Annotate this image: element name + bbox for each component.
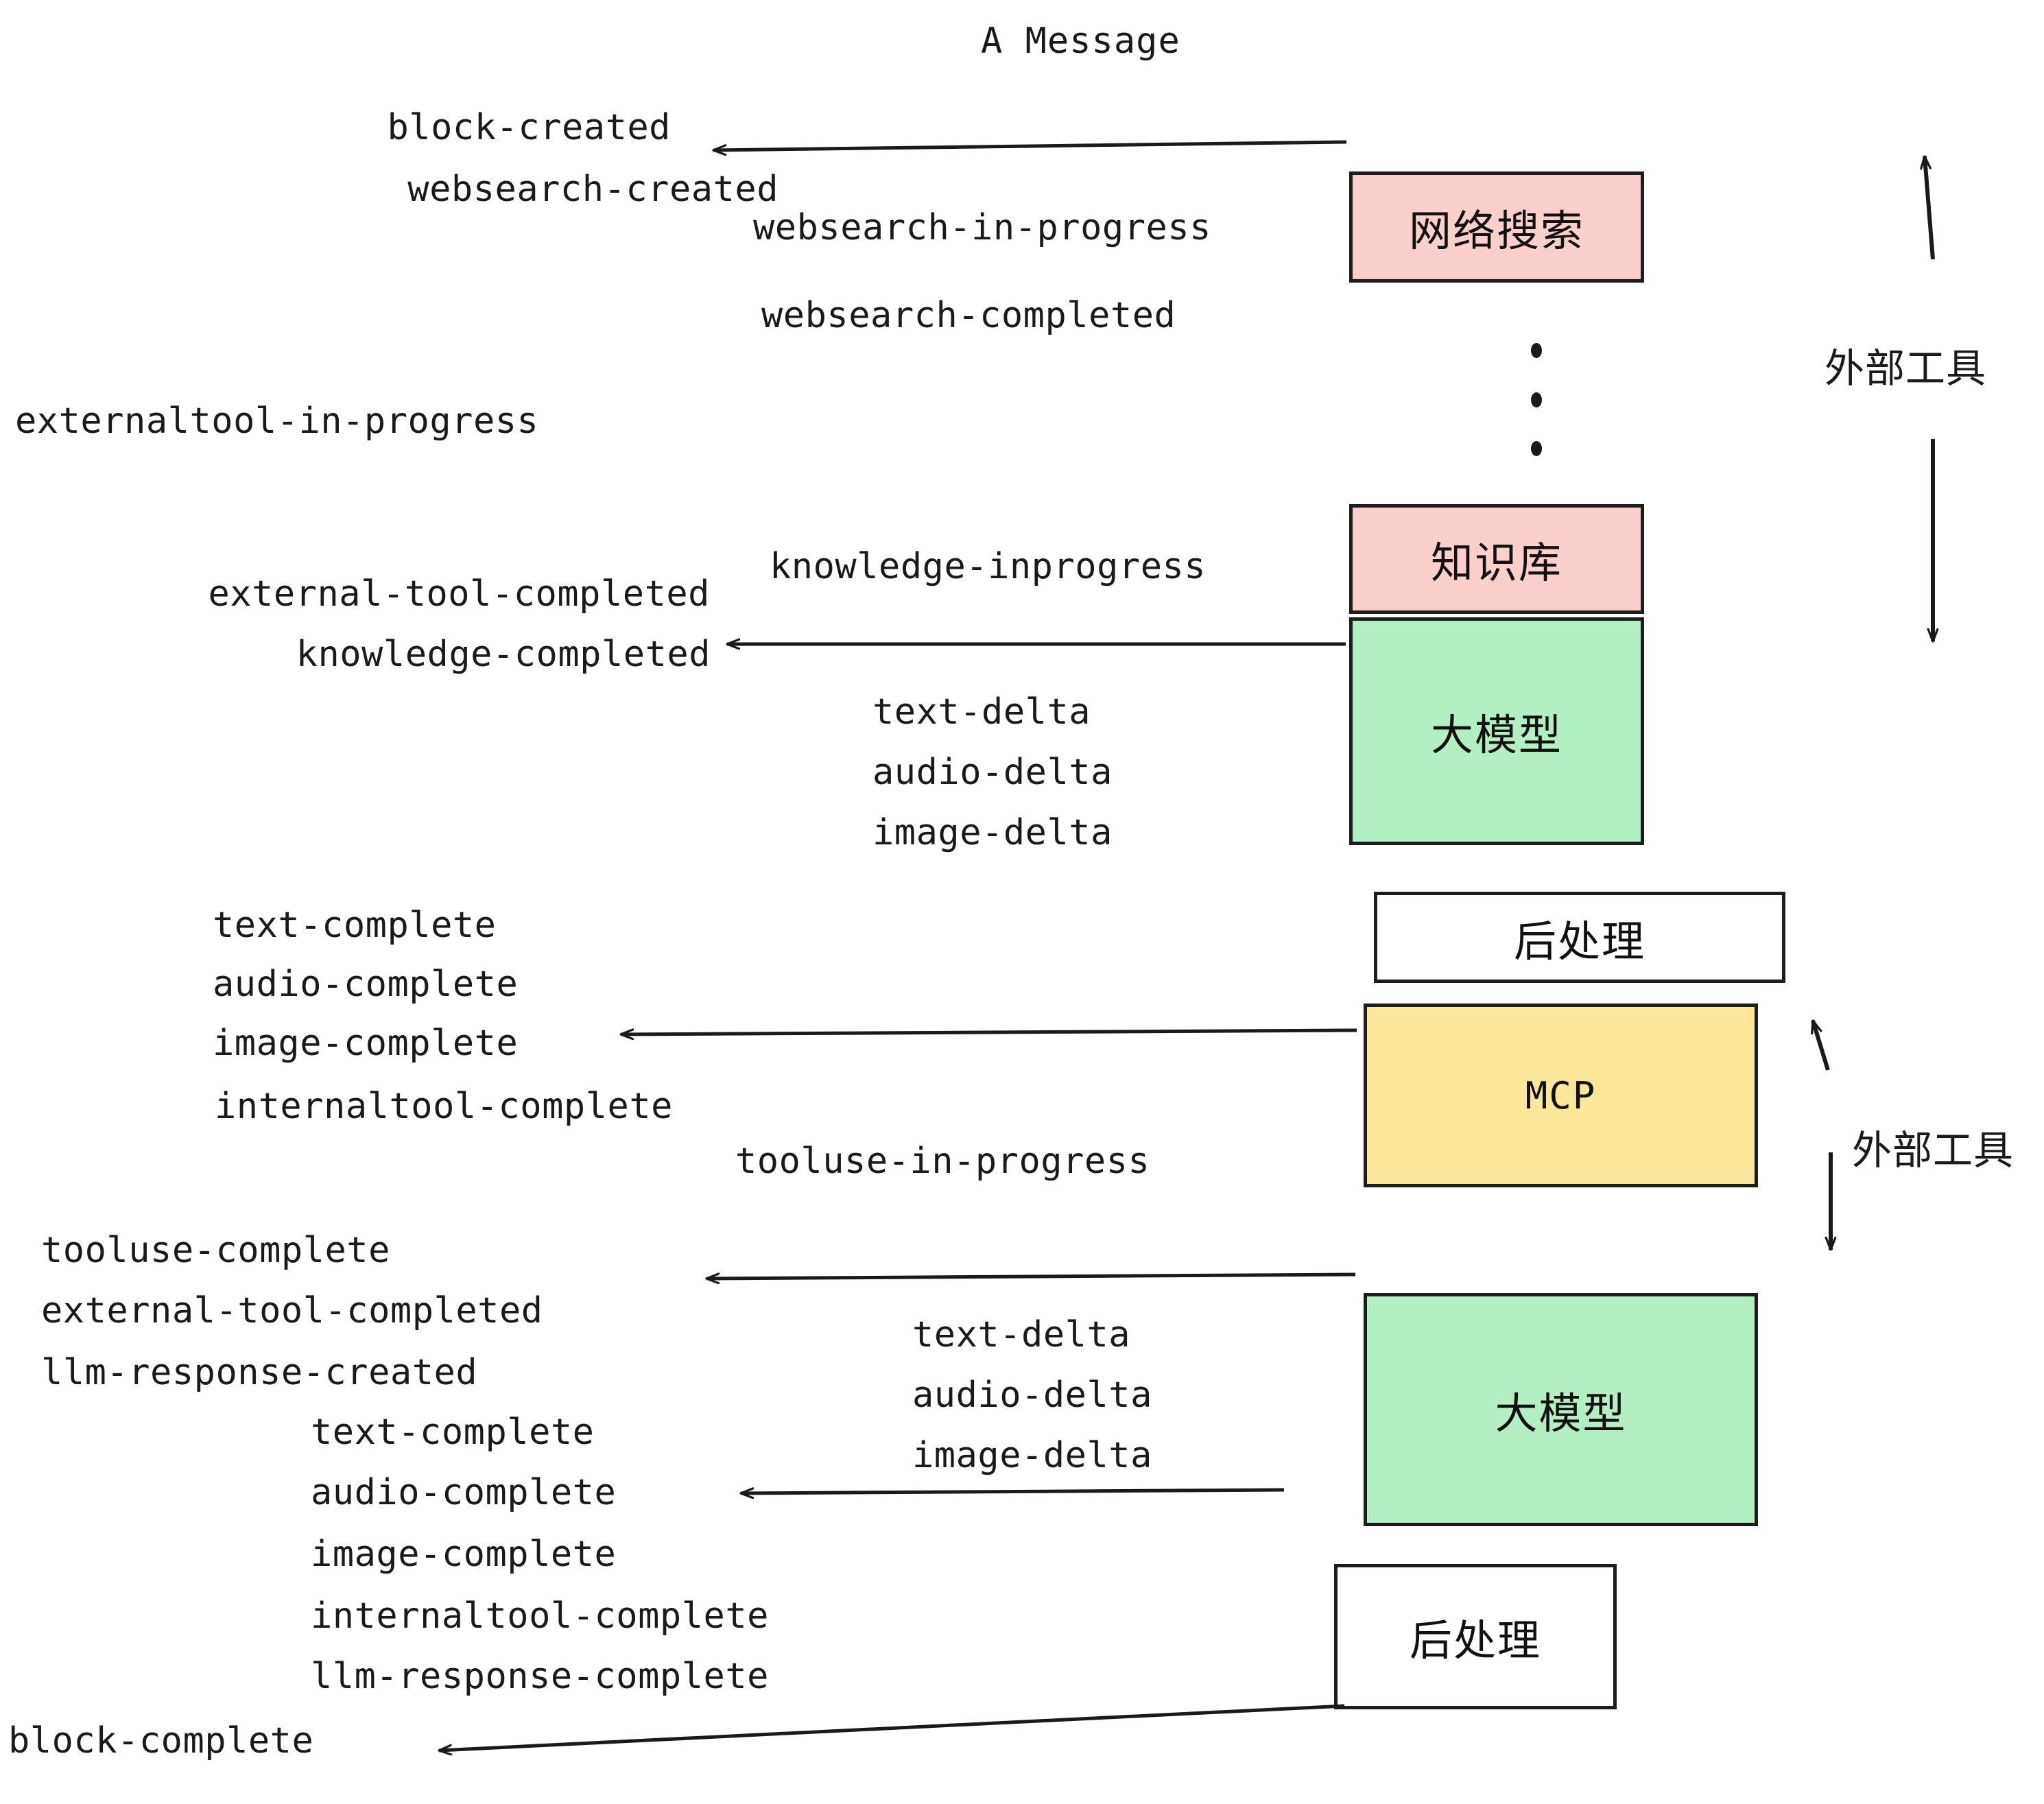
box-postprocess-bottom-label: 后处理: [1409, 1615, 1541, 1665]
event-text-complete-1: text-complete: [213, 905, 497, 946]
side-label-external-tool-upper: 外部工具: [1825, 345, 1987, 392]
event-image-complete-2: image-complete: [311, 1534, 617, 1575]
box-mcp-label: MCP: [1525, 1073, 1597, 1117]
box-postprocess-top[interactable]: 后处理: [1374, 892, 1785, 983]
event-external-tool-completed-1: external-tool-completed: [208, 573, 710, 615]
event-image-delta-2: image-delta: [912, 1435, 1152, 1476]
side-label-external-tool-lower: 外部工具: [1852, 1127, 2015, 1174]
dot-icon: [1531, 343, 1542, 358]
arrow-external-tool-upper-up: [1925, 156, 1935, 260]
event-websearch-created: websearch-created: [407, 169, 779, 210]
ellipsis-dots: [1530, 343, 1543, 456]
event-block-complete: block-complete: [8, 1720, 314, 1761]
event-block-created: block-created: [387, 107, 671, 148]
box-knowledge-base[interactable]: 知识库: [1349, 504, 1644, 614]
event-text-complete-2: text-complete: [311, 1412, 595, 1453]
event-text-delta-2: text-delta: [912, 1314, 1131, 1355]
event-text-delta-1: text-delta: [872, 691, 1091, 733]
event-externaltool-in-progress: externaltool-in-progress: [15, 401, 539, 442]
arrow-audio-complete-2: [741, 1490, 1285, 1493]
arrow-external-tool-lower-up: [1813, 1021, 1830, 1071]
event-llm-response-created: llm-response-created: [41, 1352, 478, 1393]
event-websearch-completed: websearch-completed: [761, 295, 1176, 336]
event-llm-response-complete: llm-response-complete: [311, 1656, 769, 1697]
event-tooluse-complete: tooluse-complete: [41, 1230, 390, 1271]
dot-icon: [1531, 392, 1542, 407]
box-llm-bottom-label: 大模型: [1495, 1388, 1627, 1438]
event-websearch-in-progress: websearch-in-progress: [753, 207, 1211, 248]
box-websearch[interactable]: 网络搜索: [1349, 171, 1644, 283]
event-audio-complete-1: audio-complete: [213, 964, 519, 1005]
event-knowledge-inprogress: knowledge-inprogress: [770, 546, 1207, 587]
event-tooluse-in-progress: tooluse-in-progress: [735, 1141, 1150, 1182]
arrow-websearch-created: [713, 140, 1347, 150]
box-mcp[interactable]: MCP: [1364, 1004, 1758, 1187]
box-websearch-label: 网络搜索: [1408, 206, 1584, 256]
box-postprocess-bottom[interactable]: 后处理: [1334, 1564, 1617, 1709]
dot-icon: [1531, 441, 1542, 456]
box-llm-top[interactable]: 大模型: [1349, 617, 1644, 845]
box-llm-top-label: 大模型: [1430, 710, 1562, 760]
diagram-title: A Message: [981, 21, 1180, 62]
event-image-delta-1: image-delta: [872, 812, 1113, 853]
event-internaltool-complete-1: internaltool-complete: [215, 1086, 673, 1127]
arrow-image-complete-1: [621, 1030, 1357, 1034]
arrow-block-complete: [439, 1704, 1345, 1750]
event-knowledge-completed: knowledge-completed: [296, 634, 711, 675]
event-external-tool-completed-2: external-tool-completed: [41, 1290, 543, 1331]
event-image-complete-1: image-complete: [213, 1023, 519, 1064]
arrow-tooluse-complete: [706, 1274, 1356, 1279]
event-audio-complete-2: audio-complete: [311, 1472, 617, 1513]
box-llm-bottom[interactable]: 大模型: [1364, 1293, 1758, 1526]
box-knowledge-base-label: 知识库: [1430, 538, 1562, 588]
event-audio-delta-1: audio-delta: [872, 752, 1113, 793]
event-internaltool-complete-2: internaltool-complete: [311, 1595, 769, 1637]
box-postprocess-top-label: 后处理: [1513, 916, 1645, 966]
event-audio-delta-2: audio-delta: [912, 1375, 1152, 1416]
